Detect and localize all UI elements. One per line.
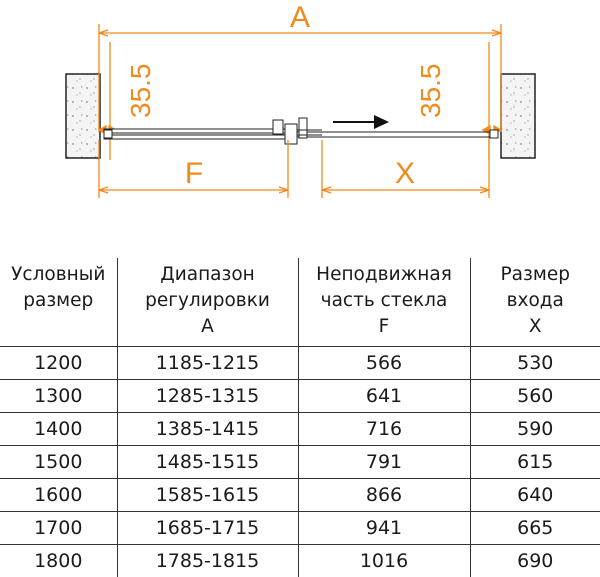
cell-fixed: 716: [298, 413, 470, 446]
cell-range: 1685-1715: [117, 512, 298, 545]
table-row: 1400 1385-1415 716 590: [0, 413, 600, 446]
dim-x-label: X: [395, 157, 415, 190]
table-row: 1800 1785-1815 1016 690: [0, 545, 600, 577]
cell-nominal: 1500: [0, 446, 117, 479]
cell-nominal: 1700: [0, 512, 117, 545]
door-profile: [104, 118, 498, 144]
cell-fixed: 866: [298, 479, 470, 512]
header-adjust-range: Диапазон регулировки A: [117, 258, 298, 347]
table-row: 1600 1585-1615 866 640: [0, 479, 600, 512]
cell-range: 1785-1815: [117, 545, 298, 577]
cell-entry: 530: [470, 347, 600, 380]
header-line: размер: [0, 288, 117, 314]
header-line: A: [118, 314, 298, 340]
header-line: Неподвижная: [299, 262, 470, 288]
cell-range: 1185-1215: [117, 347, 298, 380]
cell-entry: 665: [470, 512, 600, 545]
cell-fixed: 566: [298, 347, 470, 380]
header-nominal-size: Условный размер: [0, 258, 117, 347]
offset-right-lines: [483, 42, 501, 160]
header-entry-size: Размер входа X: [470, 258, 600, 347]
header-line: регулировки: [118, 288, 298, 314]
header-line: часть стекла: [299, 288, 470, 314]
header-line: X: [471, 314, 600, 340]
cell-fixed: 791: [298, 446, 470, 479]
left-wall: [66, 74, 100, 158]
arrow-right-icon: [333, 115, 389, 129]
cell-entry: 560: [470, 380, 600, 413]
cell-nominal: 1200: [0, 347, 117, 380]
header-line: F: [299, 314, 470, 340]
header-line: Условный: [0, 262, 117, 288]
door-plan-diagram: A 35.5 35.5 F: [0, 0, 600, 215]
cell-nominal: 1300: [0, 380, 117, 413]
cell-nominal: 1400: [0, 413, 117, 446]
cell-entry: 590: [470, 413, 600, 446]
cell-entry: 640: [470, 479, 600, 512]
table-row: 1300 1285-1315 641 560: [0, 380, 600, 413]
dim-a-label: A: [290, 1, 310, 34]
header-fixed-glass: Неподвижная часть стекла F: [298, 258, 470, 347]
cell-fixed: 1016: [298, 545, 470, 577]
cell-nominal: 1800: [0, 545, 117, 577]
cell-fixed: 641: [298, 380, 470, 413]
cell-range: 1585-1615: [117, 479, 298, 512]
cell-entry: 615: [470, 446, 600, 479]
table-row: 1700 1685-1715 941 665: [0, 512, 600, 545]
offset-left-lines: [99, 42, 116, 160]
cell-nominal: 1600: [0, 479, 117, 512]
size-spec-table: Условный размер Диапазон регулировки A Н…: [0, 258, 600, 577]
table-row: 1500 1485-1515 791 615: [0, 446, 600, 479]
cell-range: 1385-1415: [117, 413, 298, 446]
dim-f-label: F: [185, 157, 203, 190]
header-line: входа: [471, 288, 600, 314]
cell-range: 1485-1515: [117, 446, 298, 479]
right-wall: [501, 74, 535, 158]
table-header-row: Условный размер Диапазон регулировки A Н…: [0, 258, 600, 347]
cell-range: 1285-1315: [117, 380, 298, 413]
cell-entry: 690: [470, 545, 600, 577]
table-row: 1200 1185-1215 566 530: [0, 347, 600, 380]
cell-fixed: 941: [298, 512, 470, 545]
header-line: Размер: [471, 262, 600, 288]
header-line: Диапазон: [118, 262, 298, 288]
offset-right-label: 35.5: [415, 64, 446, 119]
offset-left-label: 35.5: [125, 64, 156, 119]
